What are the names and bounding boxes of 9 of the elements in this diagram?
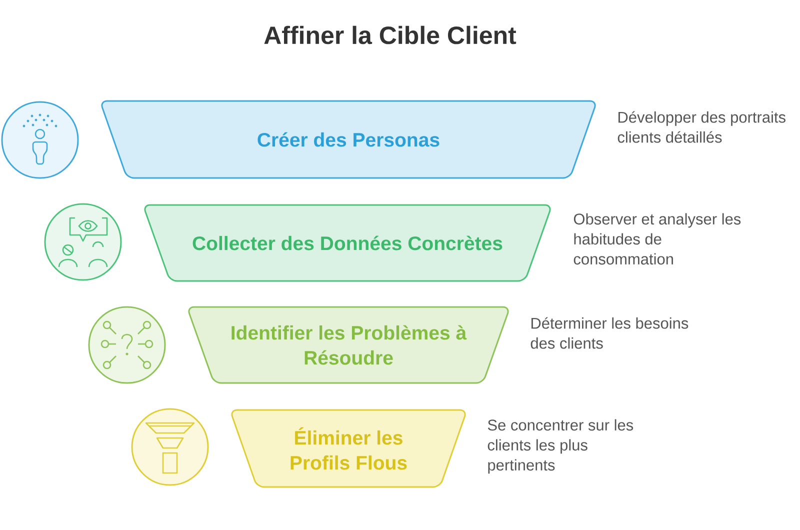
description-text: Déterminer les besoins des clients — [530, 317, 688, 349]
description-text: Développer des portraits clients détaillés — [618, 111, 786, 143]
trapezoid-box: Collecter des Données Concrètes — [144, 204, 551, 282]
description-text: Se concentrer sur les clients les plus pertinents — [488, 419, 634, 474]
description-text: Observer et analyser les habitudes de consommation — [574, 213, 741, 265]
trapezoid-box: Éliminer les Profils Flous — [231, 409, 466, 488]
title: Affiner la Cible Client — [264, 26, 516, 44]
trapezoid-box: Créer des Personas — [101, 100, 596, 179]
trapezoid-box: Identifier les Problèmes à Résoudre — [188, 306, 509, 384]
